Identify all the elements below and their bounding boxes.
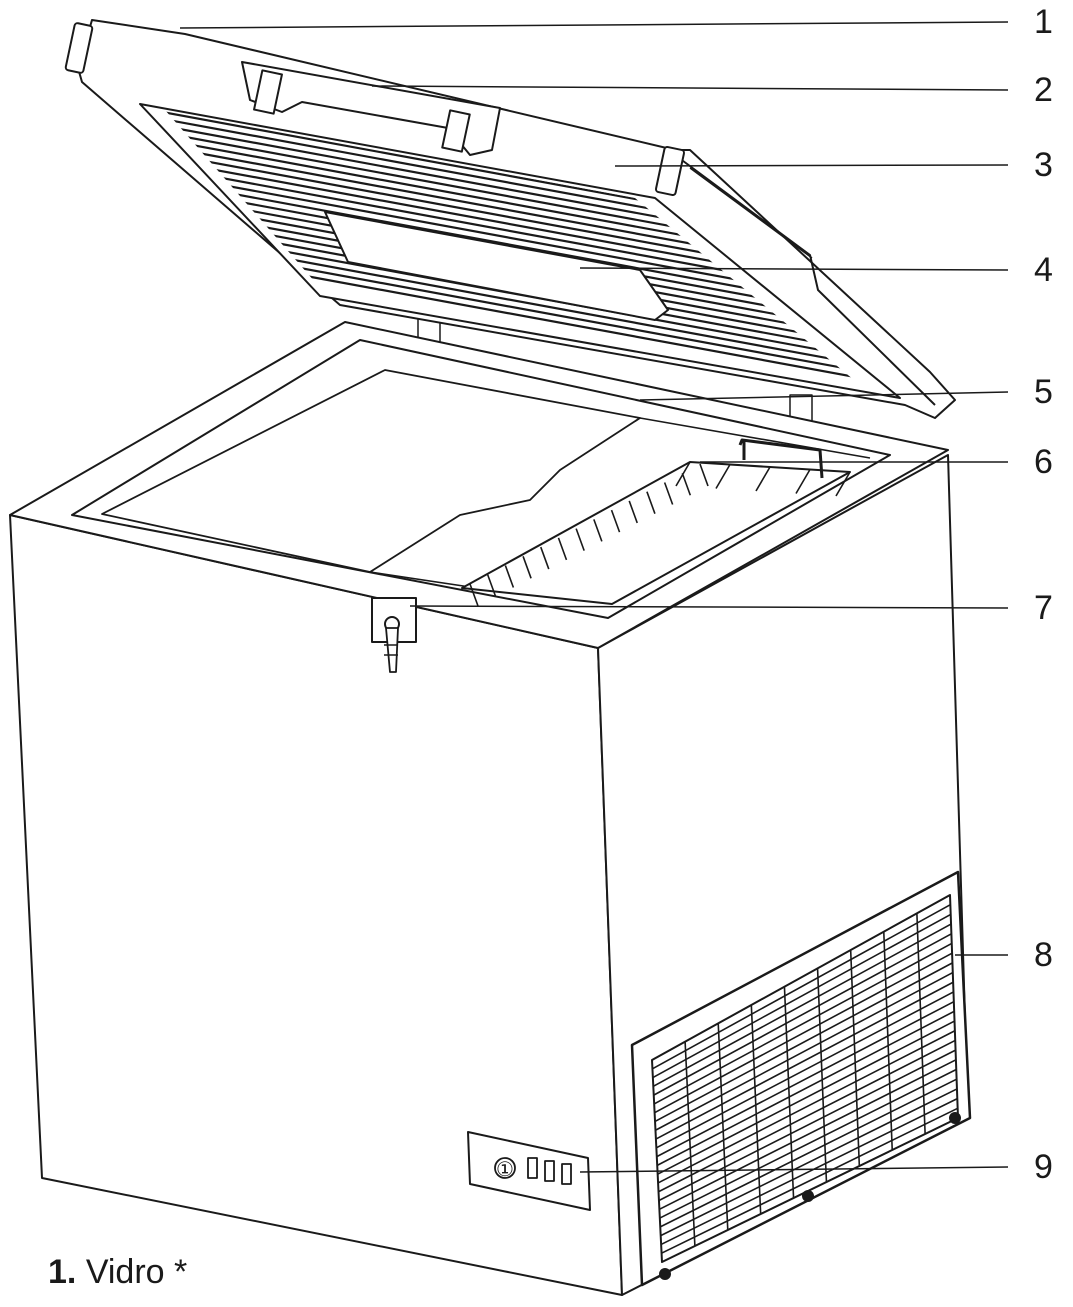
basket-wire — [795, 469, 811, 494]
vent-slat — [656, 1000, 955, 1158]
lock — [371, 597, 417, 673]
basket-wire — [835, 471, 851, 497]
basket-wire — [593, 519, 603, 542]
vent-slat — [657, 1030, 956, 1184]
vent-slat — [658, 1049, 956, 1202]
indicator-light — [544, 1160, 555, 1182]
grill-screw — [802, 1190, 814, 1202]
callout-number-9: 9 — [1034, 1148, 1053, 1186]
basket-wire — [699, 463, 709, 487]
vent-slat — [652, 903, 951, 1070]
vent-slat — [659, 1059, 957, 1211]
vent-slat — [652, 913, 952, 1079]
basket-wire — [557, 537, 568, 561]
leader-line-5 — [639, 391, 1009, 401]
callout-number-1: 1 — [1034, 3, 1053, 41]
leader-line-7 — [409, 605, 1009, 609]
vent-slat — [660, 1097, 958, 1246]
vent-slat — [654, 962, 953, 1123]
basket-wire — [486, 574, 497, 598]
grill-screw — [659, 1268, 671, 1280]
vent-divider — [916, 913, 926, 1135]
callout-number-7: 7 — [1034, 589, 1053, 627]
part-caption: 1. Vidro * — [48, 1252, 187, 1292]
thermostat-symbol: ① — [496, 1157, 514, 1181]
vent-slat — [659, 1068, 957, 1219]
leader-line-2 — [371, 85, 1009, 91]
basket-wire — [610, 509, 621, 533]
leader-line-1 — [179, 21, 1009, 29]
lid-center-panel — [324, 211, 669, 321]
vent-slat — [658, 1039, 956, 1193]
callout-number-2: 2 — [1034, 71, 1053, 109]
vent-slat — [657, 1020, 955, 1175]
callout-number-8: 8 — [1034, 936, 1053, 974]
vent-slat — [652, 923, 952, 1088]
basket-wire — [469, 583, 479, 607]
caption-text: Vidro * — [85, 1253, 188, 1291]
callout-number-6: 6 — [1034, 443, 1053, 481]
vent-slat — [655, 991, 954, 1149]
vent-divider — [783, 986, 795, 1199]
basket-wire — [646, 491, 656, 514]
leader-lines — [179, 21, 1009, 1173]
vent-slat — [659, 1078, 957, 1228]
vent-divider — [684, 1041, 696, 1247]
vent-slat — [655, 981, 954, 1140]
vent-divider — [750, 1004, 762, 1215]
lid-handle-left — [64, 22, 94, 74]
callout-number-3: 3 — [1034, 146, 1053, 184]
leader-line-4 — [579, 267, 1009, 271]
vent-divider — [816, 968, 828, 1183]
basket-wire — [663, 482, 674, 505]
grill-slat — [294, 272, 860, 385]
basket-wire — [628, 500, 638, 524]
basket-wire — [504, 565, 515, 588]
vent-slat — [653, 942, 953, 1105]
basket-wire — [681, 472, 692, 496]
basket-wire — [575, 528, 585, 551]
grill-screw — [949, 1112, 961, 1124]
vent-slat — [660, 1088, 958, 1237]
caption-number: 1. — [48, 1253, 77, 1291]
vent-divider — [882, 931, 894, 1151]
lid-side-edge — [674, 154, 936, 406]
lid-handle-right — [654, 145, 686, 197]
grill-slat — [280, 256, 860, 385]
basket-wire — [522, 556, 532, 579]
storage-basket — [461, 438, 851, 607]
ventilation-grill — [630, 870, 972, 1287]
indicator-light — [561, 1163, 572, 1185]
lid-handle-center — [241, 61, 501, 156]
callout-number-4: 4 — [1034, 251, 1053, 289]
indicator-light — [527, 1157, 538, 1179]
vent-divider — [849, 949, 861, 1167]
vent-slat — [661, 1107, 958, 1254]
control-panel: ① — [467, 1131, 591, 1211]
vent-slat — [656, 1010, 955, 1167]
leader-line-3 — [614, 164, 1009, 167]
thermostat-knob — [494, 1157, 516, 1179]
vent-slat — [654, 952, 953, 1114]
basket-wire — [755, 466, 771, 492]
basket-wire — [675, 461, 691, 487]
vent-divider — [717, 1023, 729, 1231]
vent-slat — [655, 971, 954, 1131]
callout-number-5: 5 — [1034, 373, 1053, 411]
leader-line-9 — [579, 1166, 1009, 1173]
vent-slat — [653, 933, 952, 1096]
basket-wire — [540, 546, 550, 570]
grill-slat — [287, 264, 860, 385]
compartment-divider — [101, 369, 641, 573]
basket-wire — [715, 464, 731, 489]
key — [385, 627, 399, 673]
